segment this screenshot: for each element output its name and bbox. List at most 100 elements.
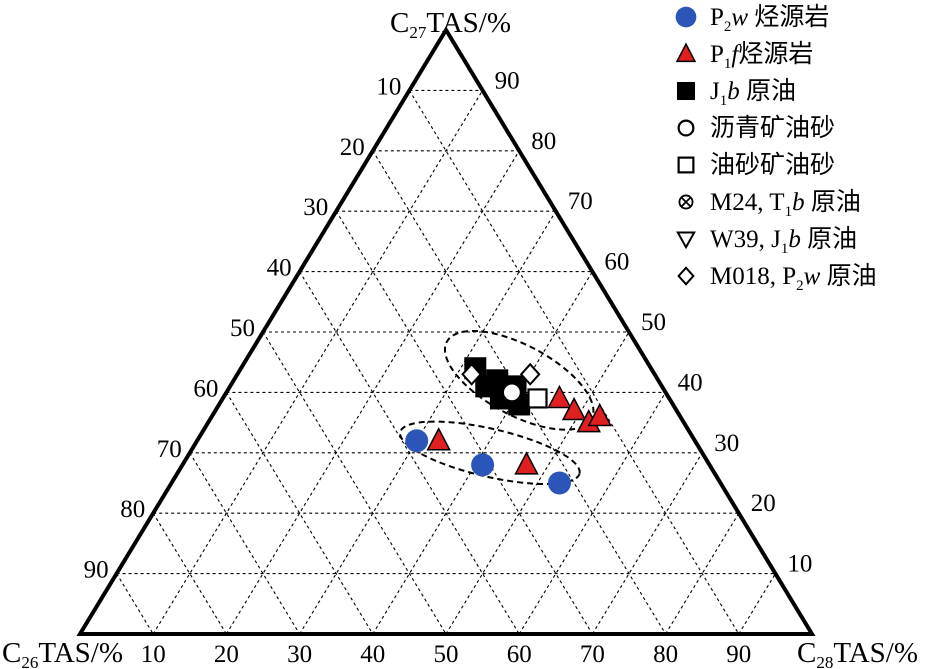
legend-label-part: P bbox=[710, 4, 724, 31]
tick-label-right: 60 bbox=[604, 249, 629, 276]
legend-marker-triangle-down-open bbox=[676, 231, 696, 250]
legend-label-part: 2 bbox=[796, 278, 804, 294]
point-triangle-filled bbox=[426, 427, 451, 451]
grid-line bbox=[408, 90, 740, 635]
axis-title-top-main: C bbox=[390, 7, 409, 39]
point-square-filled bbox=[486, 369, 509, 392]
tick-label-bottom: 80 bbox=[653, 641, 678, 668]
tick-label-bottom: 10 bbox=[141, 641, 166, 668]
legend-label-part: w bbox=[731, 4, 748, 31]
tick-label-right: 80 bbox=[531, 128, 556, 155]
point-triangle-filled bbox=[547, 384, 572, 409]
tick-label-left: 10 bbox=[376, 73, 401, 100]
legend-label: P1f烃源岩 bbox=[710, 40, 813, 72]
legend-label-part: 1 bbox=[781, 241, 789, 257]
legend-label-part: b bbox=[788, 226, 801, 253]
legend-label-part: 烃源岩 bbox=[748, 3, 829, 31]
tick-label-left: 80 bbox=[120, 496, 145, 523]
legend-label: 沥青矿油砂 bbox=[710, 114, 835, 142]
tick-label-right: 90 bbox=[495, 67, 520, 94]
tick-label-right: 70 bbox=[568, 188, 593, 215]
legend-label-part: b bbox=[727, 78, 740, 105]
legend-marker-circle-filled bbox=[675, 6, 697, 28]
legend-label-part: 烃源岩 bbox=[738, 40, 813, 68]
grid-line bbox=[518, 392, 667, 635]
point-circle-filled bbox=[547, 471, 571, 495]
legend-label: 油砂矿油砂 bbox=[710, 151, 835, 179]
point-circle-filled bbox=[405, 429, 429, 453]
tick-label-left: 60 bbox=[193, 375, 218, 402]
tick-label-right: 30 bbox=[714, 430, 739, 457]
legend-label-part: W39, J bbox=[710, 226, 781, 253]
legend-marker-circle-open bbox=[677, 119, 695, 137]
legend-label-part: J bbox=[710, 78, 720, 105]
axis-title-left: C26TAS/% bbox=[2, 637, 123, 669]
tick-label-right: 20 bbox=[751, 490, 776, 517]
axis-title-top-rest: TAS/% bbox=[426, 7, 511, 39]
grid-line bbox=[116, 573, 154, 635]
tick-label-bottom: 20 bbox=[214, 641, 239, 668]
legend-label-part: 原油 bbox=[740, 77, 796, 105]
grid-line bbox=[591, 452, 703, 635]
grid-line bbox=[225, 392, 374, 635]
point-triangle-filled bbox=[514, 451, 539, 475]
legend-label-part: 1 bbox=[785, 204, 793, 220]
point-triangle-filled bbox=[561, 396, 587, 421]
legend-label: M24, T1b 原油 bbox=[710, 188, 861, 220]
legend-marker-triangle-filled bbox=[675, 42, 697, 63]
point-square-open bbox=[527, 388, 548, 409]
legend-label-part: 2 bbox=[724, 19, 732, 35]
tick-label-left: 40 bbox=[267, 255, 292, 282]
legend-label: M018, P2w 原油 bbox=[710, 262, 877, 294]
tick-label-left: 30 bbox=[303, 194, 328, 221]
point-triangle-filled bbox=[587, 402, 612, 427]
tick-label-bottom: 40 bbox=[360, 641, 385, 668]
axis-title-top: C27TAS/% bbox=[390, 7, 511, 42]
tick-label-left: 50 bbox=[230, 315, 255, 342]
legend-label-part: f bbox=[731, 41, 741, 68]
point-diamond-open bbox=[519, 362, 541, 386]
point-diamond-open bbox=[461, 362, 482, 386]
legend-label-part: 油砂矿油砂 bbox=[710, 151, 835, 179]
axis-title-left-rest: TAS/% bbox=[38, 637, 123, 669]
tick-label-bottom: 70 bbox=[580, 641, 605, 668]
tick-label-right: 10 bbox=[787, 551, 812, 578]
legend-label-part: M018, P bbox=[710, 263, 796, 290]
grid-line bbox=[299, 210, 557, 635]
legend-label: P2w 烃源岩 bbox=[710, 3, 829, 35]
legend-label-part: 原油 bbox=[805, 188, 861, 216]
tick-label-right: 50 bbox=[641, 309, 666, 336]
legend-label: W39, J1b 原油 bbox=[710, 225, 857, 257]
tick-label-bottom: 60 bbox=[507, 641, 532, 668]
legend-label-part: 1 bbox=[720, 93, 728, 109]
point-circle-filled bbox=[471, 453, 495, 477]
group-ellipse bbox=[399, 420, 581, 486]
tick-label-right: 40 bbox=[678, 369, 703, 396]
data-points bbox=[405, 357, 612, 495]
tick-label-left: 70 bbox=[157, 436, 182, 463]
legend-label: J1b 原油 bbox=[710, 77, 796, 109]
axis-title-top-sub: 27 bbox=[409, 23, 427, 42]
legend-label-part: 沥青矿油砂 bbox=[710, 114, 835, 142]
legend-label-part: M24, T bbox=[710, 189, 785, 216]
legend-label-part: P bbox=[710, 41, 724, 68]
grid-line bbox=[299, 271, 520, 635]
triangle-frame bbox=[76, 26, 816, 636]
tick-label-bottom: 90 bbox=[726, 641, 751, 668]
legend-marker-diamond-open bbox=[677, 266, 695, 286]
legend-marker-square-open bbox=[677, 156, 695, 174]
grid-line bbox=[189, 452, 301, 635]
legend-marker-square-filled bbox=[676, 81, 696, 101]
legend-label-part: 原油 bbox=[801, 225, 857, 253]
grid-line bbox=[262, 331, 447, 635]
grid-line bbox=[335, 210, 593, 635]
axis-title-right: C28TAS/% bbox=[797, 637, 918, 669]
axis-title-left-main: C bbox=[2, 637, 21, 669]
grid-line bbox=[152, 90, 484, 635]
axis-title-right-sub: 28 bbox=[816, 653, 833, 669]
tick-label-bottom: 30 bbox=[287, 641, 312, 668]
legend-label-part: 1 bbox=[724, 56, 732, 72]
